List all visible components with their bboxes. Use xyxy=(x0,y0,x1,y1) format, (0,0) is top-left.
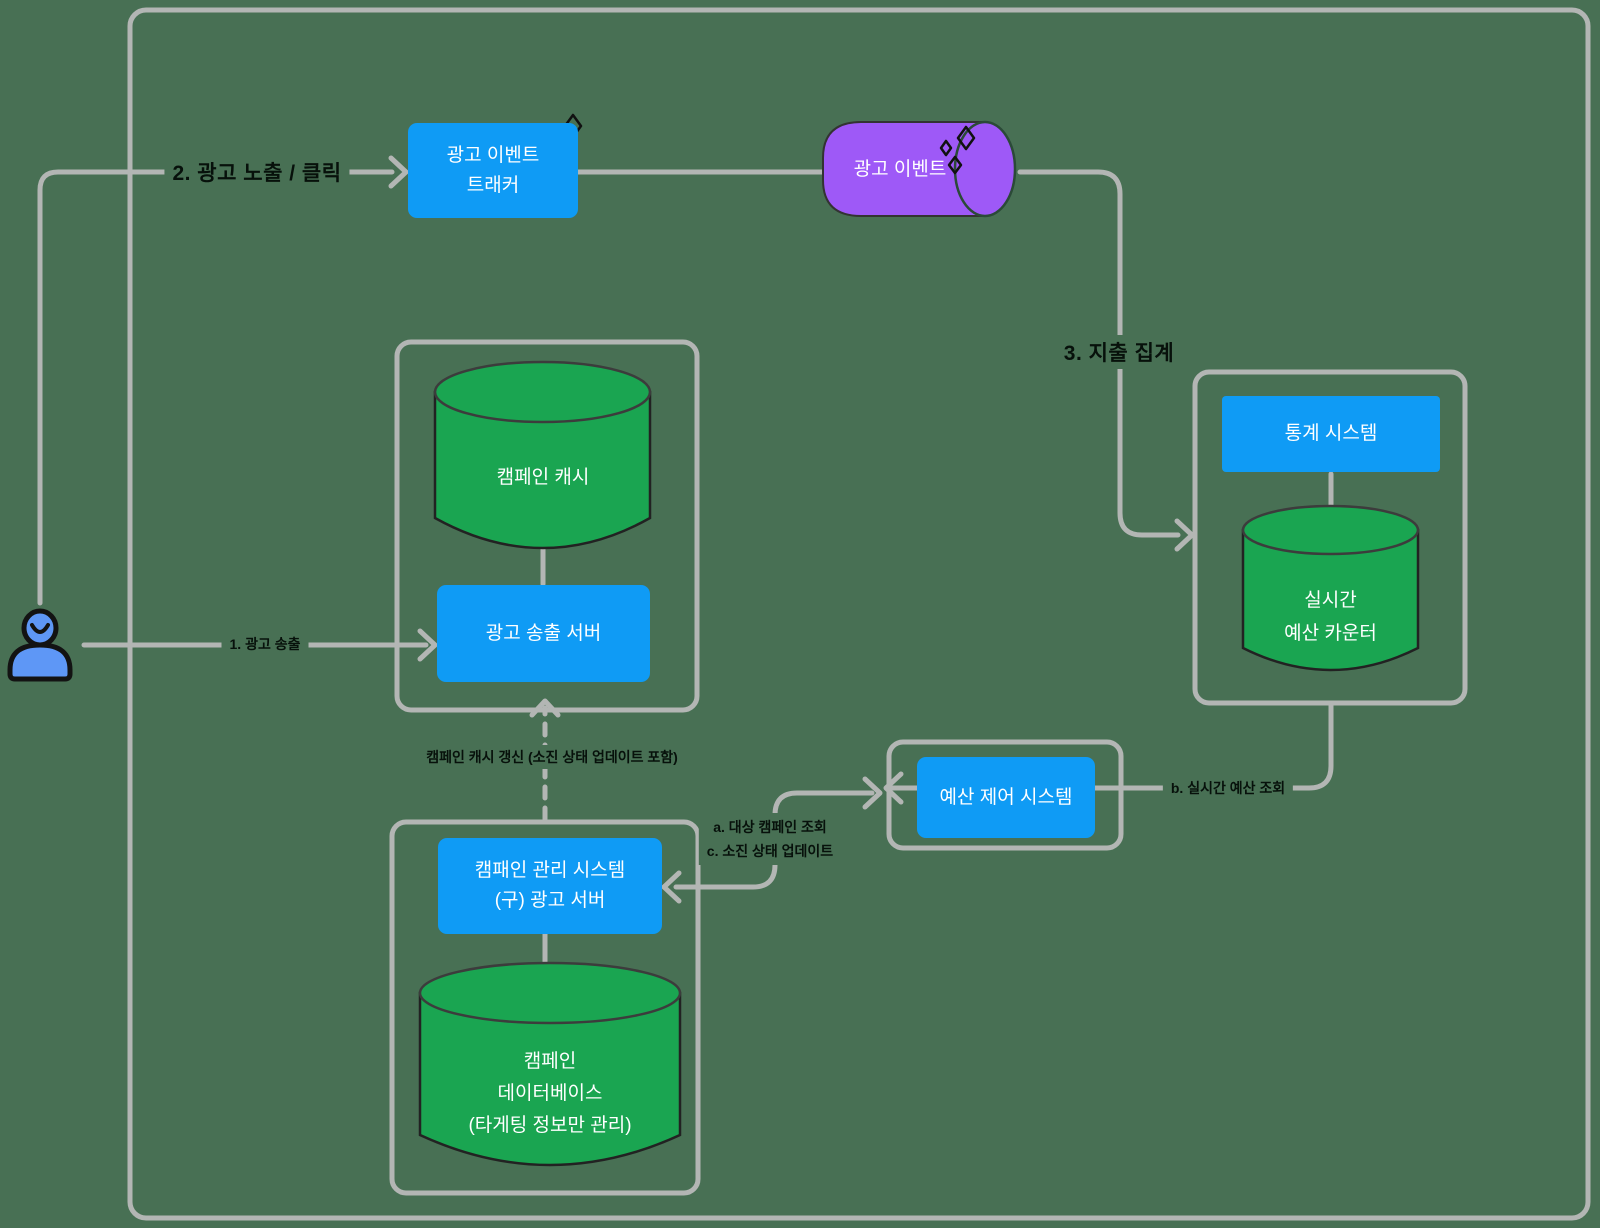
budget-control-container xyxy=(886,739,1124,851)
node-label: 광고 송출 서버 xyxy=(485,622,602,644)
node-label: (구) 광고 서버 xyxy=(494,890,606,911)
campaign-mgmt-container xyxy=(389,819,701,1196)
node-label: 예산 제어 시스템 xyxy=(939,786,1073,808)
node-label: 광고 이벤트 xyxy=(446,144,540,166)
campaign-database-cylinder[interactable] xyxy=(418,961,682,1167)
node-label: 통계 시스템 xyxy=(1284,423,1378,444)
connector-user-to-tracker xyxy=(37,155,409,606)
system-boundary xyxy=(127,7,1591,1221)
node-ad-event-tracker[interactable]: 광고 이벤트 트래커 xyxy=(408,123,578,218)
node-campaign-mgmt-system[interactable]: 캠패인 관리 시스템 (구) 광고 서버 xyxy=(438,838,662,934)
node-label: 트래커 xyxy=(466,174,520,196)
node-stats-system[interactable]: 통계 시스템 xyxy=(1222,396,1440,472)
edge-label-step3: 3. 지출 집계 xyxy=(1055,335,1183,369)
node-ad-event-queue-label: 광고 이벤트 xyxy=(853,159,947,180)
node-campaign-cache-label: 캠페인 캐시 xyxy=(496,467,590,488)
edge-label-step2: 2. 광고 노출 / 클릭 xyxy=(164,155,350,189)
edge-label-step1: 1. 광고 송출 xyxy=(221,632,309,656)
edge-label-sub-a-c: a. 대상 캠페인 조회 c. 소진 상태 업데이트 xyxy=(698,813,842,865)
node-campaign-database-label: 캠페인 데이터베이스 (타게팅 정보만 관리) xyxy=(468,1051,632,1136)
node-realtime-budget-counter-label: 실시간 예산 카운터 xyxy=(1284,590,1377,644)
edge-label-cache-refresh: 캠페인 캐시 갱신 (소진 상태 업데이트 포함) xyxy=(418,745,686,769)
edge-label-sub-a: a. 대상 캠페인 조회 xyxy=(713,819,827,835)
sparkle-icon xyxy=(939,125,976,175)
node-label: 캠패인 관리 시스템 xyxy=(474,860,626,881)
edge-label-sub-b: b. 실시간 예산 조회 xyxy=(1162,776,1294,800)
node-ad-serving-server[interactable]: 광고 송출 서버 xyxy=(437,585,650,682)
campaign-cache-cylinder[interactable] xyxy=(433,360,652,550)
connector-counter-to-budget xyxy=(883,702,1334,805)
user-icon[interactable] xyxy=(7,608,73,682)
realtime-budget-counter-cylinder[interactable] xyxy=(1241,504,1420,672)
node-budget-control-system[interactable]: 예산 제어 시스템 xyxy=(917,757,1095,838)
edge-label-sub-c: c. 소진 상태 업데이트 xyxy=(706,843,834,859)
